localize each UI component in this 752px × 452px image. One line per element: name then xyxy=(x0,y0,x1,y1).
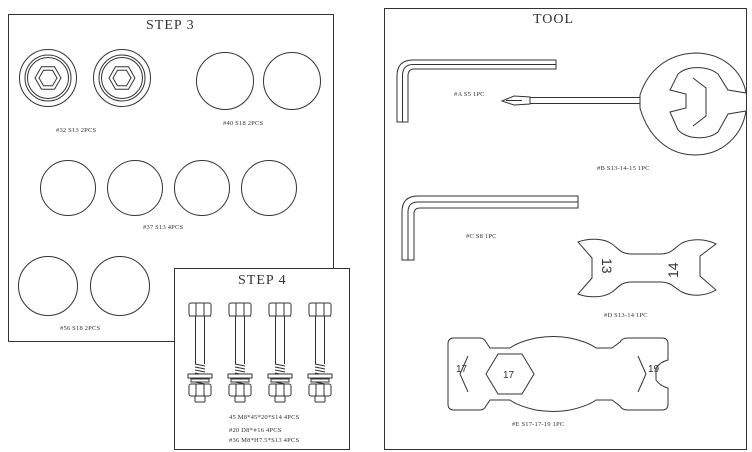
round-cap-icon xyxy=(174,160,230,216)
step4-line-2: #20 D8*⋄16 4PCS xyxy=(229,427,282,434)
open-end-wrench-icon: 13 14 xyxy=(564,236,724,300)
round-cap-icon xyxy=(196,52,254,110)
hex-key-icon xyxy=(398,192,582,264)
hex-nut-icon xyxy=(92,48,152,108)
step4-line-1: 45 M8*45*20*S14 4PCS xyxy=(229,414,300,421)
label-caps-40: #40 S18 2PCS xyxy=(223,120,264,127)
bolt-set-drawing xyxy=(187,302,333,403)
wrench-d-left-text: 13 xyxy=(599,258,615,274)
round-cap-icon xyxy=(241,160,297,216)
round-cap-icon xyxy=(90,256,150,316)
flat-spanner-icon: 17 17 19 xyxy=(440,334,680,414)
round-cap-icon xyxy=(40,160,96,216)
label-tool-a: #A S5 1PC xyxy=(454,91,485,98)
label-tool-b: #B S13-14-15 1PC xyxy=(597,165,650,172)
step4-panel xyxy=(174,268,350,450)
round-cap-icon xyxy=(263,52,321,110)
label-caps-56: #56 S18 2PCS xyxy=(60,325,101,332)
step4-title: STEP 4 xyxy=(238,273,287,288)
tool-title: TOOL xyxy=(533,12,575,27)
label-tool-d: #D S13-14 1PC xyxy=(604,312,648,319)
wrench-e-right-text: 19 xyxy=(648,364,660,375)
screwdriver-wrench-icon xyxy=(500,48,750,168)
wrench-d-right-text: 14 xyxy=(665,262,681,278)
step4-line-3: #36 M8*H7.5*S13 4PCS xyxy=(229,437,300,444)
hex-nut-icon xyxy=(18,48,78,108)
hex-key-icon xyxy=(394,56,564,126)
label-tool-e: #E S17-17-19 1PC xyxy=(512,421,565,428)
label-caps-37: #37 S13 4PCS xyxy=(143,224,184,231)
step3-title: STEP 3 xyxy=(146,18,195,33)
wrench-e-left-text: 17 xyxy=(456,364,468,375)
round-cap-icon xyxy=(18,256,78,316)
wrench-e-center-text: 17 xyxy=(503,370,515,381)
label-tool-c: #C S8 1PC xyxy=(466,233,497,240)
round-cap-icon xyxy=(107,160,163,216)
label-nuts-32: #32 S13 2PCS xyxy=(56,127,97,134)
